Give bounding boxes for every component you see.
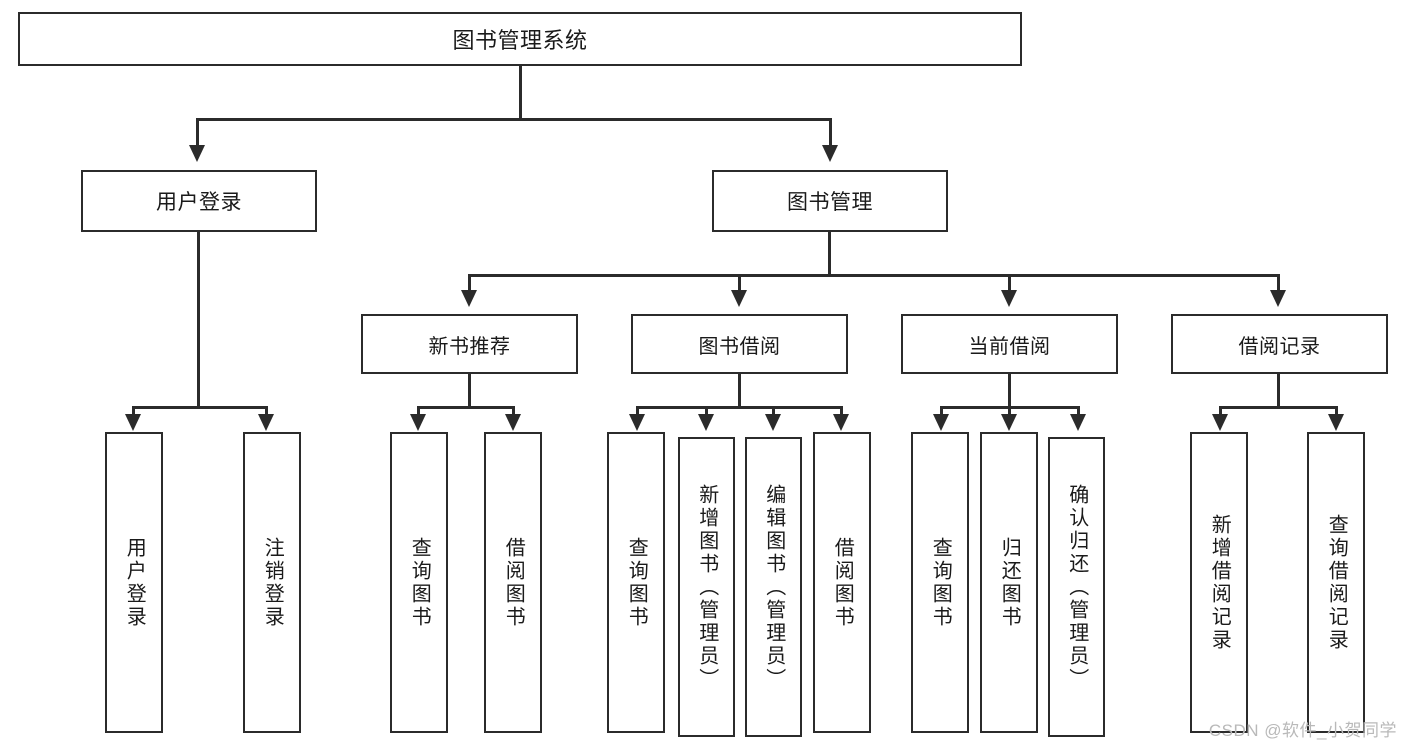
arrowhead-new-book-leaf-1 xyxy=(410,414,426,431)
node-current-borrow[interactable]: 当前借阅 xyxy=(901,314,1118,374)
connector-book-borrow-stem xyxy=(738,374,741,406)
node-label: 查询图书 xyxy=(408,536,431,629)
leaf-new-book-1[interactable]: 查询图书 xyxy=(390,432,448,733)
leaf-current-borrow-3[interactable]: 确认归还（管理员） xyxy=(1048,437,1105,737)
arrowhead-current-borrow-leaf-1 xyxy=(933,414,949,431)
connector-current-borrow-drop-1 xyxy=(940,406,943,415)
node-new-book-recommend[interactable]: 新书推荐 xyxy=(361,314,578,374)
connector-book-borrow-bar xyxy=(636,406,843,409)
leaf-book-borrow-2[interactable]: 新增图书（管理员） xyxy=(678,437,735,737)
node-label: 用户登录 xyxy=(156,191,242,214)
arrowhead-book-borrow-leaf-4 xyxy=(833,414,849,431)
node-book-management[interactable]: 图书管理 xyxy=(712,170,948,232)
node-label: 图书借阅 xyxy=(698,335,781,358)
leaf-borrow-record-1[interactable]: 新增借阅记录 xyxy=(1190,432,1248,733)
connector-l3-drop-2 xyxy=(738,274,741,290)
connector-current-borrow-stem xyxy=(1008,374,1011,406)
connector-current-borrow-drop-3 xyxy=(1077,406,1080,415)
arrowhead-to-user-login xyxy=(189,145,205,162)
connector-root-stem xyxy=(519,66,522,118)
node-label: 查询图书 xyxy=(625,536,648,629)
leaf-borrow-record-2[interactable]: 查询借阅记录 xyxy=(1307,432,1365,733)
node-root-system[interactable]: 图书管理系统 xyxy=(18,12,1022,66)
node-borrow-record[interactable]: 借阅记录 xyxy=(1171,314,1388,374)
leaf-user-login-1[interactable]: 用户登录 xyxy=(105,432,163,733)
arrowhead-book-borrow-leaf-2 xyxy=(698,414,714,431)
arrowhead-new-book-leaf-2 xyxy=(505,414,521,431)
node-label: 新增图书（管理员） xyxy=(695,483,718,691)
arrowhead-borrow-record-leaf-2 xyxy=(1328,414,1344,431)
connector-book-manage-bar xyxy=(468,274,1280,277)
arrowhead-borrow-record-leaf-1 xyxy=(1212,414,1228,431)
connector-l3-drop-4 xyxy=(1277,274,1280,290)
node-label: 确认归还（管理员） xyxy=(1065,483,1088,691)
node-user-login[interactable]: 用户登录 xyxy=(81,170,317,232)
connector-book-borrow-drop-4 xyxy=(840,406,843,415)
connector-user-login-drop-1 xyxy=(132,406,135,415)
connector-root-bar xyxy=(196,118,832,121)
leaf-book-borrow-3[interactable]: 编辑图书（管理员） xyxy=(745,437,802,737)
connector-book-manage-stem xyxy=(828,232,831,274)
connector-user-login-stem xyxy=(197,232,200,406)
node-label: 新书推荐 xyxy=(428,335,511,358)
connector-user-login-bar xyxy=(132,406,268,409)
connector-borrow-record-drop-2 xyxy=(1335,406,1338,415)
node-label: 注销登录 xyxy=(261,536,284,629)
connector-new-book-drop-1 xyxy=(417,406,420,415)
arrowhead-to-book-manage xyxy=(822,145,838,162)
connector-l3-drop-3 xyxy=(1008,274,1011,290)
connector-book-borrow-drop-2 xyxy=(705,406,708,415)
node-book-borrow[interactable]: 图书借阅 xyxy=(631,314,848,374)
connector-root-drop-right xyxy=(829,118,832,145)
connector-user-login-drop-2 xyxy=(265,406,268,415)
arrowhead-user-login-leaf-1 xyxy=(125,414,141,431)
connector-new-book-stem xyxy=(468,374,471,406)
node-label: 图书管理 xyxy=(787,191,873,214)
connector-root-drop-left xyxy=(196,118,199,145)
arrowhead-book-borrow-leaf-3 xyxy=(765,414,781,431)
leaf-user-login-2[interactable]: 注销登录 xyxy=(243,432,301,733)
connector-new-book-bar xyxy=(417,406,515,409)
leaf-current-borrow-2[interactable]: 归还图书 xyxy=(980,432,1038,733)
node-label: 图书管理系统 xyxy=(452,28,588,53)
leaf-current-borrow-1[interactable]: 查询图书 xyxy=(911,432,969,733)
arrowhead-to-current-borrow xyxy=(1001,290,1017,307)
arrowhead-to-borrow-record xyxy=(1270,290,1286,307)
connector-borrow-record-drop-1 xyxy=(1219,406,1222,415)
leaf-book-borrow-1[interactable]: 查询图书 xyxy=(607,432,665,733)
node-label: 借阅图书 xyxy=(831,536,854,629)
connector-borrow-record-stem xyxy=(1277,374,1280,406)
connector-book-borrow-drop-3 xyxy=(772,406,775,415)
leaf-book-borrow-4[interactable]: 借阅图书 xyxy=(813,432,871,733)
arrowhead-user-login-leaf-2 xyxy=(258,414,274,431)
arrowhead-current-borrow-leaf-2 xyxy=(1001,414,1017,431)
node-label: 新增借阅记录 xyxy=(1208,513,1231,652)
node-label: 当前借阅 xyxy=(968,335,1051,358)
arrowhead-to-new-book xyxy=(461,290,477,307)
arrowhead-current-borrow-leaf-3 xyxy=(1070,414,1086,431)
arrowhead-to-book-borrow xyxy=(731,290,747,307)
leaf-new-book-2[interactable]: 借阅图书 xyxy=(484,432,542,733)
connector-l3-drop-1 xyxy=(468,274,471,290)
node-label: 编辑图书（管理员） xyxy=(762,483,785,691)
connector-borrow-record-bar xyxy=(1219,406,1338,409)
connector-new-book-drop-2 xyxy=(512,406,515,415)
node-label: 借阅图书 xyxy=(502,536,525,629)
node-label: 归还图书 xyxy=(998,536,1021,629)
connector-book-borrow-drop-1 xyxy=(636,406,639,415)
node-label: 用户登录 xyxy=(123,536,146,629)
node-label: 查询借阅记录 xyxy=(1325,513,1348,652)
arrowhead-book-borrow-leaf-1 xyxy=(629,414,645,431)
node-label: 查询图书 xyxy=(929,536,952,629)
node-label: 借阅记录 xyxy=(1238,335,1321,358)
connector-current-borrow-drop-2 xyxy=(1008,406,1011,415)
